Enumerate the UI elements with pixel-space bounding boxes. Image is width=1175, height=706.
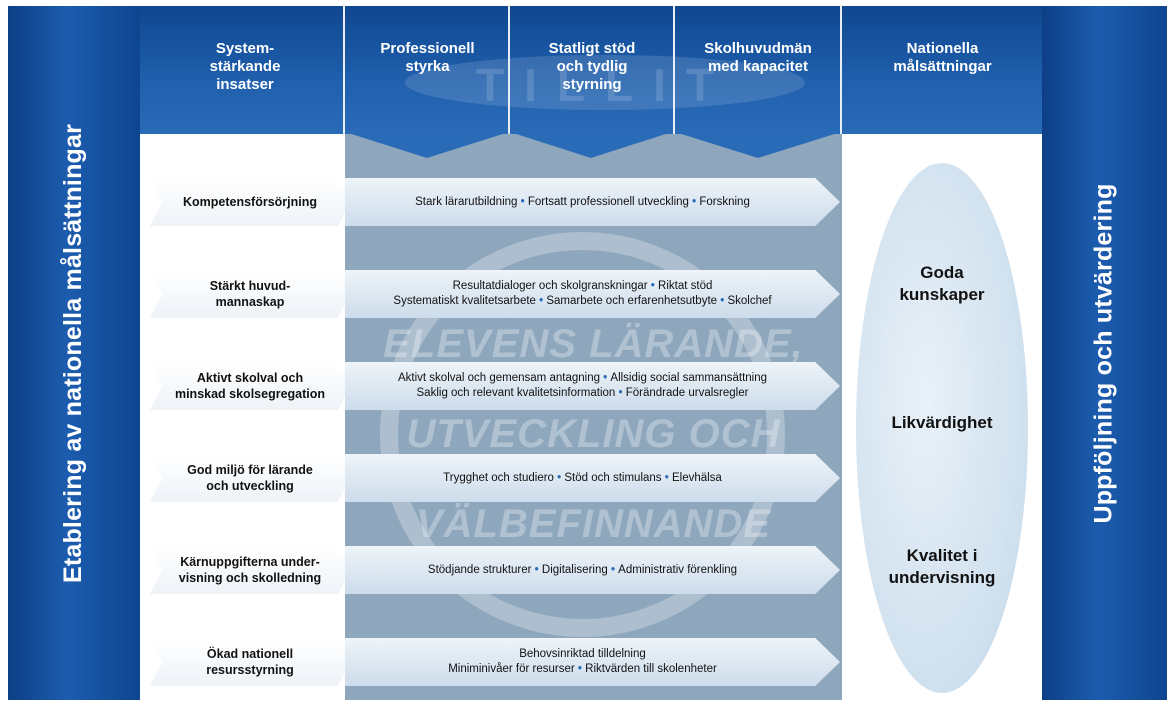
- row-measures: Aktivt skolval och gemensam antagning • …: [345, 362, 840, 410]
- measure-line: Stark lärarutbildning • Fortsatt profess…: [415, 195, 750, 210]
- header-systemstarkande: System- stärkande insatser: [209, 40, 281, 93]
- row-label: God miljö för lärande och utveckling: [150, 454, 350, 502]
- measure-line: Resultatdialoger och skolgranskningar • …: [393, 279, 771, 294]
- measure-item: Elevhälsa: [671, 471, 722, 484]
- row-measures: Stark lärarutbildning • Fortsatt profess…: [345, 178, 840, 226]
- bullet-separator: •: [574, 663, 586, 675]
- row-label: Kärnuppgifterna under- visning och skoll…: [150, 546, 350, 594]
- right-side-bar: Uppföljning och utvärdering: [1042, 6, 1167, 700]
- measure-item: Riktvärden till skolenheter: [585, 663, 717, 675]
- right-side-label: Uppföljning och utvärdering: [1090, 182, 1119, 524]
- measure-item: Resultatdialoger och skolgranskningar: [452, 280, 648, 292]
- bullet-separator: •: [607, 563, 619, 576]
- goal-kvalitet-i-undervisning: Kvalitet i undervisning: [888, 546, 996, 587]
- row-label: Ökad nationell resursstyrning: [150, 638, 350, 686]
- header-chevron: [510, 132, 672, 158]
- header-divider: [508, 6, 510, 134]
- bullet-separator: •: [615, 387, 626, 399]
- bullet-separator: •: [553, 471, 565, 484]
- measure-item: Digitalisering: [541, 563, 608, 576]
- measure-line: Stödjande strukturer • Digitalisering • …: [428, 563, 737, 578]
- measure-line: Miniminivåer för resurser • Riktvärden t…: [448, 662, 717, 677]
- bullet-separator: •: [661, 471, 672, 484]
- measure-item: Miniminivåer för resurser: [448, 663, 575, 675]
- measure-item: Stöd och stimulans: [564, 471, 662, 484]
- header-divider: [673, 6, 675, 134]
- header-watermark-ellipse: [405, 55, 805, 110]
- left-side-label: Etablering av nationella målsättningar: [59, 123, 88, 583]
- row-label: Stärkt huvud- mannaskap: [150, 270, 350, 318]
- measure-item: Stark lärarutbildning: [415, 195, 518, 208]
- measure-item: Forskning: [699, 195, 750, 208]
- row-label: Aktivt skolval och minskad skolsegregati…: [150, 362, 350, 410]
- measure-line: Trygghet och studiero • Stöd och stimula…: [443, 471, 722, 486]
- measure-item: Stödjande strukturer: [427, 563, 532, 576]
- measure-item: Förändrade urvalsregler: [625, 387, 749, 399]
- measure-line: Saklig och relevant kvalitetsinformation…: [398, 386, 767, 401]
- measure-line: Aktivt skolval och gemensam antagning • …: [398, 371, 767, 386]
- bullet-separator: •: [531, 563, 542, 576]
- header-professionell-styrka: Professionell styrka: [380, 40, 475, 75]
- measure-item: Samarbete och erfarenhetsutbyte: [546, 295, 718, 307]
- header-nationella-malsattningar: Nationella målsättningar: [893, 40, 992, 75]
- header-skolhuvudman: Skolhuvudmän med kapacitet: [704, 40, 812, 75]
- bullet-separator: •: [517, 195, 528, 208]
- header-band: [140, 6, 1042, 134]
- measure-item: Saklig och relevant kvalitetsinformation: [416, 387, 616, 399]
- measure-line: Behovsinriktad tilldelning: [448, 647, 717, 662]
- measure-item: Allsidig social sammansättning: [610, 372, 768, 384]
- header-chevron: [345, 132, 509, 158]
- row-measures: Trygghet och studiero • Stöd och stimula…: [345, 454, 840, 502]
- measure-item: Skolchef: [727, 295, 772, 307]
- watermark-line: UTVECKLING OCH: [406, 412, 781, 456]
- row-measures: Stödjande strukturer • Digitalisering • …: [345, 546, 840, 594]
- goal-likvardighet: Likvärdighet: [891, 413, 993, 432]
- header-statligt-stod: Statligt stöd och tydlig styrning: [548, 40, 636, 93]
- measure-item: Trygghet och studiero: [443, 471, 554, 484]
- bullet-separator: •: [535, 295, 547, 307]
- header-divider: [343, 6, 345, 134]
- bullet-separator: •: [647, 280, 659, 292]
- row-measures: Resultatdialoger och skolgranskningar • …: [345, 270, 840, 318]
- left-side-bar: Etablering av nationella målsättningar: [8, 6, 140, 700]
- row-label: Kompetensförsörjning: [150, 178, 350, 226]
- watermark-line: ELEVENS LÄRANDE,: [383, 322, 804, 366]
- measure-line: Systematiskt kvalitetsarbete • Samarbete…: [393, 294, 771, 309]
- goal-goda-kunskaper: Goda kunskaper: [899, 263, 985, 304]
- goals-ellipse: [856, 163, 1028, 693]
- measure-item: Fortsatt professionell utveckling: [527, 195, 689, 208]
- measure-item: Administrativ förenkling: [618, 563, 738, 576]
- bullet-separator: •: [688, 195, 700, 208]
- measure-item: Riktat stöd: [658, 280, 713, 292]
- header-divider: [840, 6, 842, 134]
- measure-item: Aktivt skolval och gemensam antagning: [397, 372, 600, 384]
- header-chevron: [675, 132, 841, 158]
- bullet-separator: •: [599, 372, 611, 384]
- measure-item: Systematiskt kvalitetsarbete: [393, 295, 536, 307]
- bullet-separator: •: [717, 295, 728, 307]
- left-column: [140, 134, 345, 700]
- watermark-line: VÄLBEFINNANDE: [415, 502, 772, 546]
- measure-item: Behovsinriktad tilldelning: [519, 648, 646, 660]
